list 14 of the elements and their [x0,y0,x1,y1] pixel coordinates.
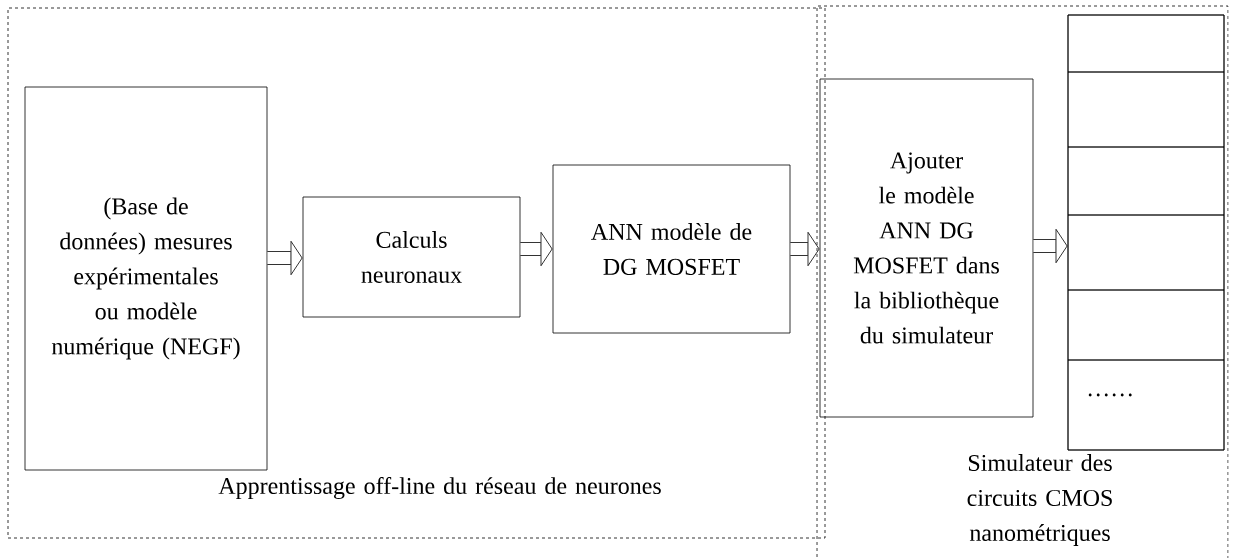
list-cell [1067,14,1225,73]
list-cell [1067,214,1225,291]
block-arrow [790,231,820,267]
block-arrow [267,240,303,276]
list-cell: …… [1067,359,1225,451]
block-arrow [1033,228,1068,264]
list-cell [1067,146,1225,216]
process-box: ANN modèle de DG MOSFET [552,164,791,334]
process-box: Calculs neuronaux [302,196,521,318]
process-box: Ajouter le modèle ANN DG MOSFET dans la bibliothèque du simulateur [819,78,1034,418]
block-arrow [520,231,553,267]
list-cell [1067,71,1225,148]
list-cell [1067,289,1225,361]
process-box: (Base de données) mesures expérimentales ou modèle numérique (NEGF) [24,86,268,471]
